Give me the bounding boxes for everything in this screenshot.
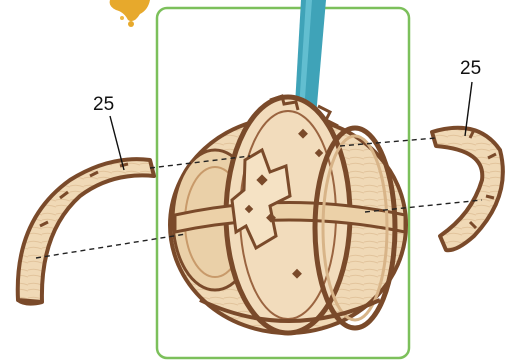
guide-line-left-lower: [36, 234, 186, 258]
left-arc-piece-icon: [18, 159, 154, 303]
paint-stain: [110, 0, 150, 27]
right-arc-piece-icon: [432, 128, 503, 250]
part-number-label-left: 25: [93, 94, 114, 115]
wooden-sphere-assembly-icon: [170, 96, 406, 333]
part-number-label-right: 25: [460, 58, 481, 79]
